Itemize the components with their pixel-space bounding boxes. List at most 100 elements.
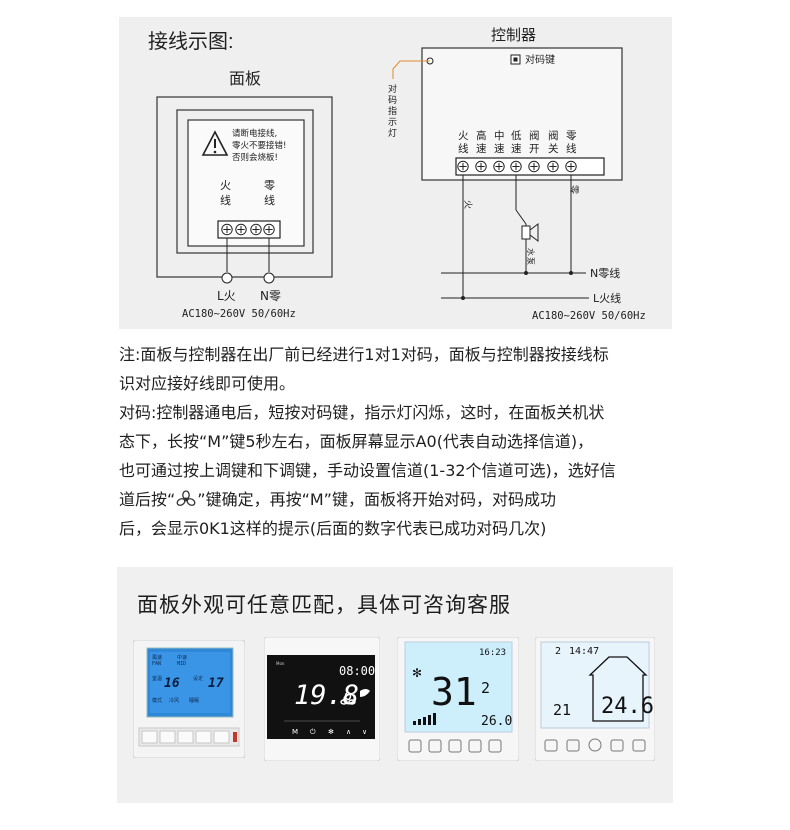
black-glass-wind-icon bbox=[360, 689, 370, 697]
controller-title: 控制器 bbox=[491, 26, 536, 44]
white-square-clock: 16:23 bbox=[479, 648, 506, 658]
controller-terminal-label: 阀 bbox=[548, 129, 559, 142]
controller-terminal-label: 火 bbox=[458, 130, 469, 142]
warning-line-1: 请断电接线, bbox=[232, 128, 277, 139]
black-glass-clock: 08:00 bbox=[339, 664, 375, 678]
black-glass-temp: 19.8 bbox=[294, 680, 359, 711]
panel-voltage: AC180~260V 50/60Hz bbox=[182, 308, 296, 320]
controller-terminal-label: 线 bbox=[566, 142, 577, 155]
panel-n-connector bbox=[263, 272, 275, 284]
warning-line-3: 否则会烧板! bbox=[232, 152, 278, 163]
house-display-set-temp: 21 bbox=[553, 701, 571, 719]
wiring-diagram: 接线示图: 面板 请断电接线, 零火不要接错! 否则会烧板! 火 线 零 线 L… bbox=[148, 26, 646, 322]
fan-icon bbox=[176, 490, 196, 506]
svg-text:设定: 设定 bbox=[193, 675, 203, 682]
house-display-week: 2 bbox=[555, 646, 561, 657]
svg-text:冷风: 冷风 bbox=[169, 697, 179, 704]
pump-valve-symbol bbox=[529, 223, 539, 242]
white-square-decimal: 2 bbox=[481, 679, 490, 697]
white-square-screen bbox=[404, 641, 513, 733]
black-glass-touch-keys: M ⏻ ✻ ∧ ∨ bbox=[292, 728, 367, 736]
house-display-screen bbox=[540, 641, 650, 729]
svg-text:FAN: FAN bbox=[152, 661, 161, 667]
svg-text:✻: ✻ bbox=[328, 728, 334, 736]
note-text: ”键确定，再按“M”键，面板将开始对码，对码成功 bbox=[197, 490, 556, 509]
blue-lcd-buttons bbox=[141, 730, 230, 744]
pump-label-1: 水 bbox=[526, 248, 536, 256]
panel-term-zero-2: 线 bbox=[264, 193, 275, 207]
svg-text:∧: ∧ bbox=[346, 728, 351, 736]
white-square-main-temp: 31 bbox=[431, 670, 477, 714]
controller-terminal-label: 速 bbox=[511, 143, 522, 155]
svg-text:風速: 風速 bbox=[152, 655, 162, 661]
warning-icon bbox=[201, 130, 229, 156]
white-square-set-temp: 26.0 bbox=[481, 714, 512, 729]
pump-symbol bbox=[521, 225, 531, 240]
controller-terminal-label: 线 bbox=[458, 142, 469, 155]
note-line: 道后按“ ”键确定，再按“M”键，面板将开始对码，对码成功 bbox=[119, 485, 679, 514]
svg-text:Mon: Mon bbox=[276, 661, 285, 666]
house-display-buttons bbox=[544, 738, 646, 752]
indicator-label-char: 指 bbox=[388, 105, 397, 117]
svg-text:模式: 模式 bbox=[152, 697, 162, 704]
svg-text:室温: 室温 bbox=[152, 675, 162, 682]
indicator-label-char: 对 bbox=[388, 83, 397, 95]
note-line: 识对应接好线即可使用。 bbox=[119, 374, 296, 393]
controller-terminal-label: 高 bbox=[476, 129, 487, 142]
panel-label-l: L火 bbox=[217, 289, 236, 303]
warning-line-2: 零火不要接错! bbox=[232, 140, 286, 151]
controller-terminal-label: 低 bbox=[511, 129, 522, 142]
house-display-room-temp: 24.6 bbox=[601, 694, 654, 719]
note-line: 注:面板与控制器在出厂前已经进行1对1对码，面板与控制器按接线标 bbox=[119, 345, 609, 364]
note-text: 道后按“ bbox=[119, 490, 176, 509]
svg-text:MID: MID bbox=[177, 661, 186, 667]
indicator-label-char: 示 bbox=[388, 118, 397, 128]
black-glass-fan-icon bbox=[340, 691, 356, 705]
blue-lcd-room-temp: 16 bbox=[164, 676, 180, 691]
panel-term-fire-2: 线 bbox=[220, 193, 231, 207]
panel-term-zero-1: 零 bbox=[264, 179, 275, 192]
black-glass-screen bbox=[267, 655, 375, 739]
svg-text:⏻: ⏻ bbox=[310, 728, 316, 736]
indicator-label-char: 灯 bbox=[388, 128, 397, 139]
controller-terminal-label: 阀 bbox=[529, 129, 540, 142]
wiring-title: 接线示图: bbox=[148, 30, 234, 53]
house-display-clock: 14:47 bbox=[569, 646, 599, 657]
panel-title: 面板 bbox=[229, 69, 261, 88]
controller-terminal-screws bbox=[457, 160, 577, 173]
pair-key-label: 对码键 bbox=[525, 53, 555, 66]
controller-terminal-label: 中 bbox=[494, 129, 505, 142]
gallery-title: 面板外观可任意匹配，具体可咨询客服 bbox=[137, 593, 511, 617]
note-line: 态下，长按“M”键5秒左右，面板屏幕显示A0(代表自动选择信道)， bbox=[119, 432, 594, 451]
wiring-diagram-panel: 接线示图: 面板 请断电接线, 零火不要接错! 否则会烧板! 火 线 零 线 L… bbox=[119, 17, 672, 329]
device-black-glass: Mon 08:00 19.8 M ⏻ ✻ ∧ ∨ bbox=[263, 636, 381, 765]
panel-label-n: N零 bbox=[260, 289, 281, 303]
controller-terminal-label: 关 bbox=[548, 142, 559, 155]
white-square-fan-bars bbox=[413, 713, 436, 725]
panel-terminal-screws bbox=[221, 223, 275, 236]
svg-text:M: M bbox=[292, 728, 298, 736]
svg-text:∨: ∨ bbox=[362, 728, 367, 736]
l-line-label: L火线 bbox=[593, 291, 621, 305]
panel-term-fire-1: 火 bbox=[220, 179, 231, 192]
device-house-display: 2 14:47 24.6 21 bbox=[534, 636, 656, 765]
power-led bbox=[233, 732, 237, 742]
controller-terminal-label: 速 bbox=[476, 143, 487, 155]
controller-terminal-label: 零 bbox=[566, 130, 577, 142]
panel-terminal-block bbox=[217, 220, 281, 239]
pump-label-2: 泵 bbox=[526, 257, 535, 265]
blue-lcd-set-temp: 17 bbox=[208, 676, 224, 691]
note-line: 后，会显示0K1这样的提示(后面的数字代表已成功对码几次) bbox=[119, 519, 547, 538]
valve-switch bbox=[515, 209, 527, 225]
house-outline bbox=[588, 656, 648, 722]
n-line-label: N零线 bbox=[590, 266, 620, 280]
white-square-buttons bbox=[408, 739, 502, 753]
panel-board bbox=[187, 119, 305, 247]
note-line: 对码:控制器通电后，短按对码键，指示灯闪烁，这时，在面板关机状 bbox=[119, 403, 605, 422]
panel-l-connector bbox=[221, 272, 233, 284]
device-white-square: 16:23 ✻ 31 2 26.0 bbox=[396, 636, 520, 765]
